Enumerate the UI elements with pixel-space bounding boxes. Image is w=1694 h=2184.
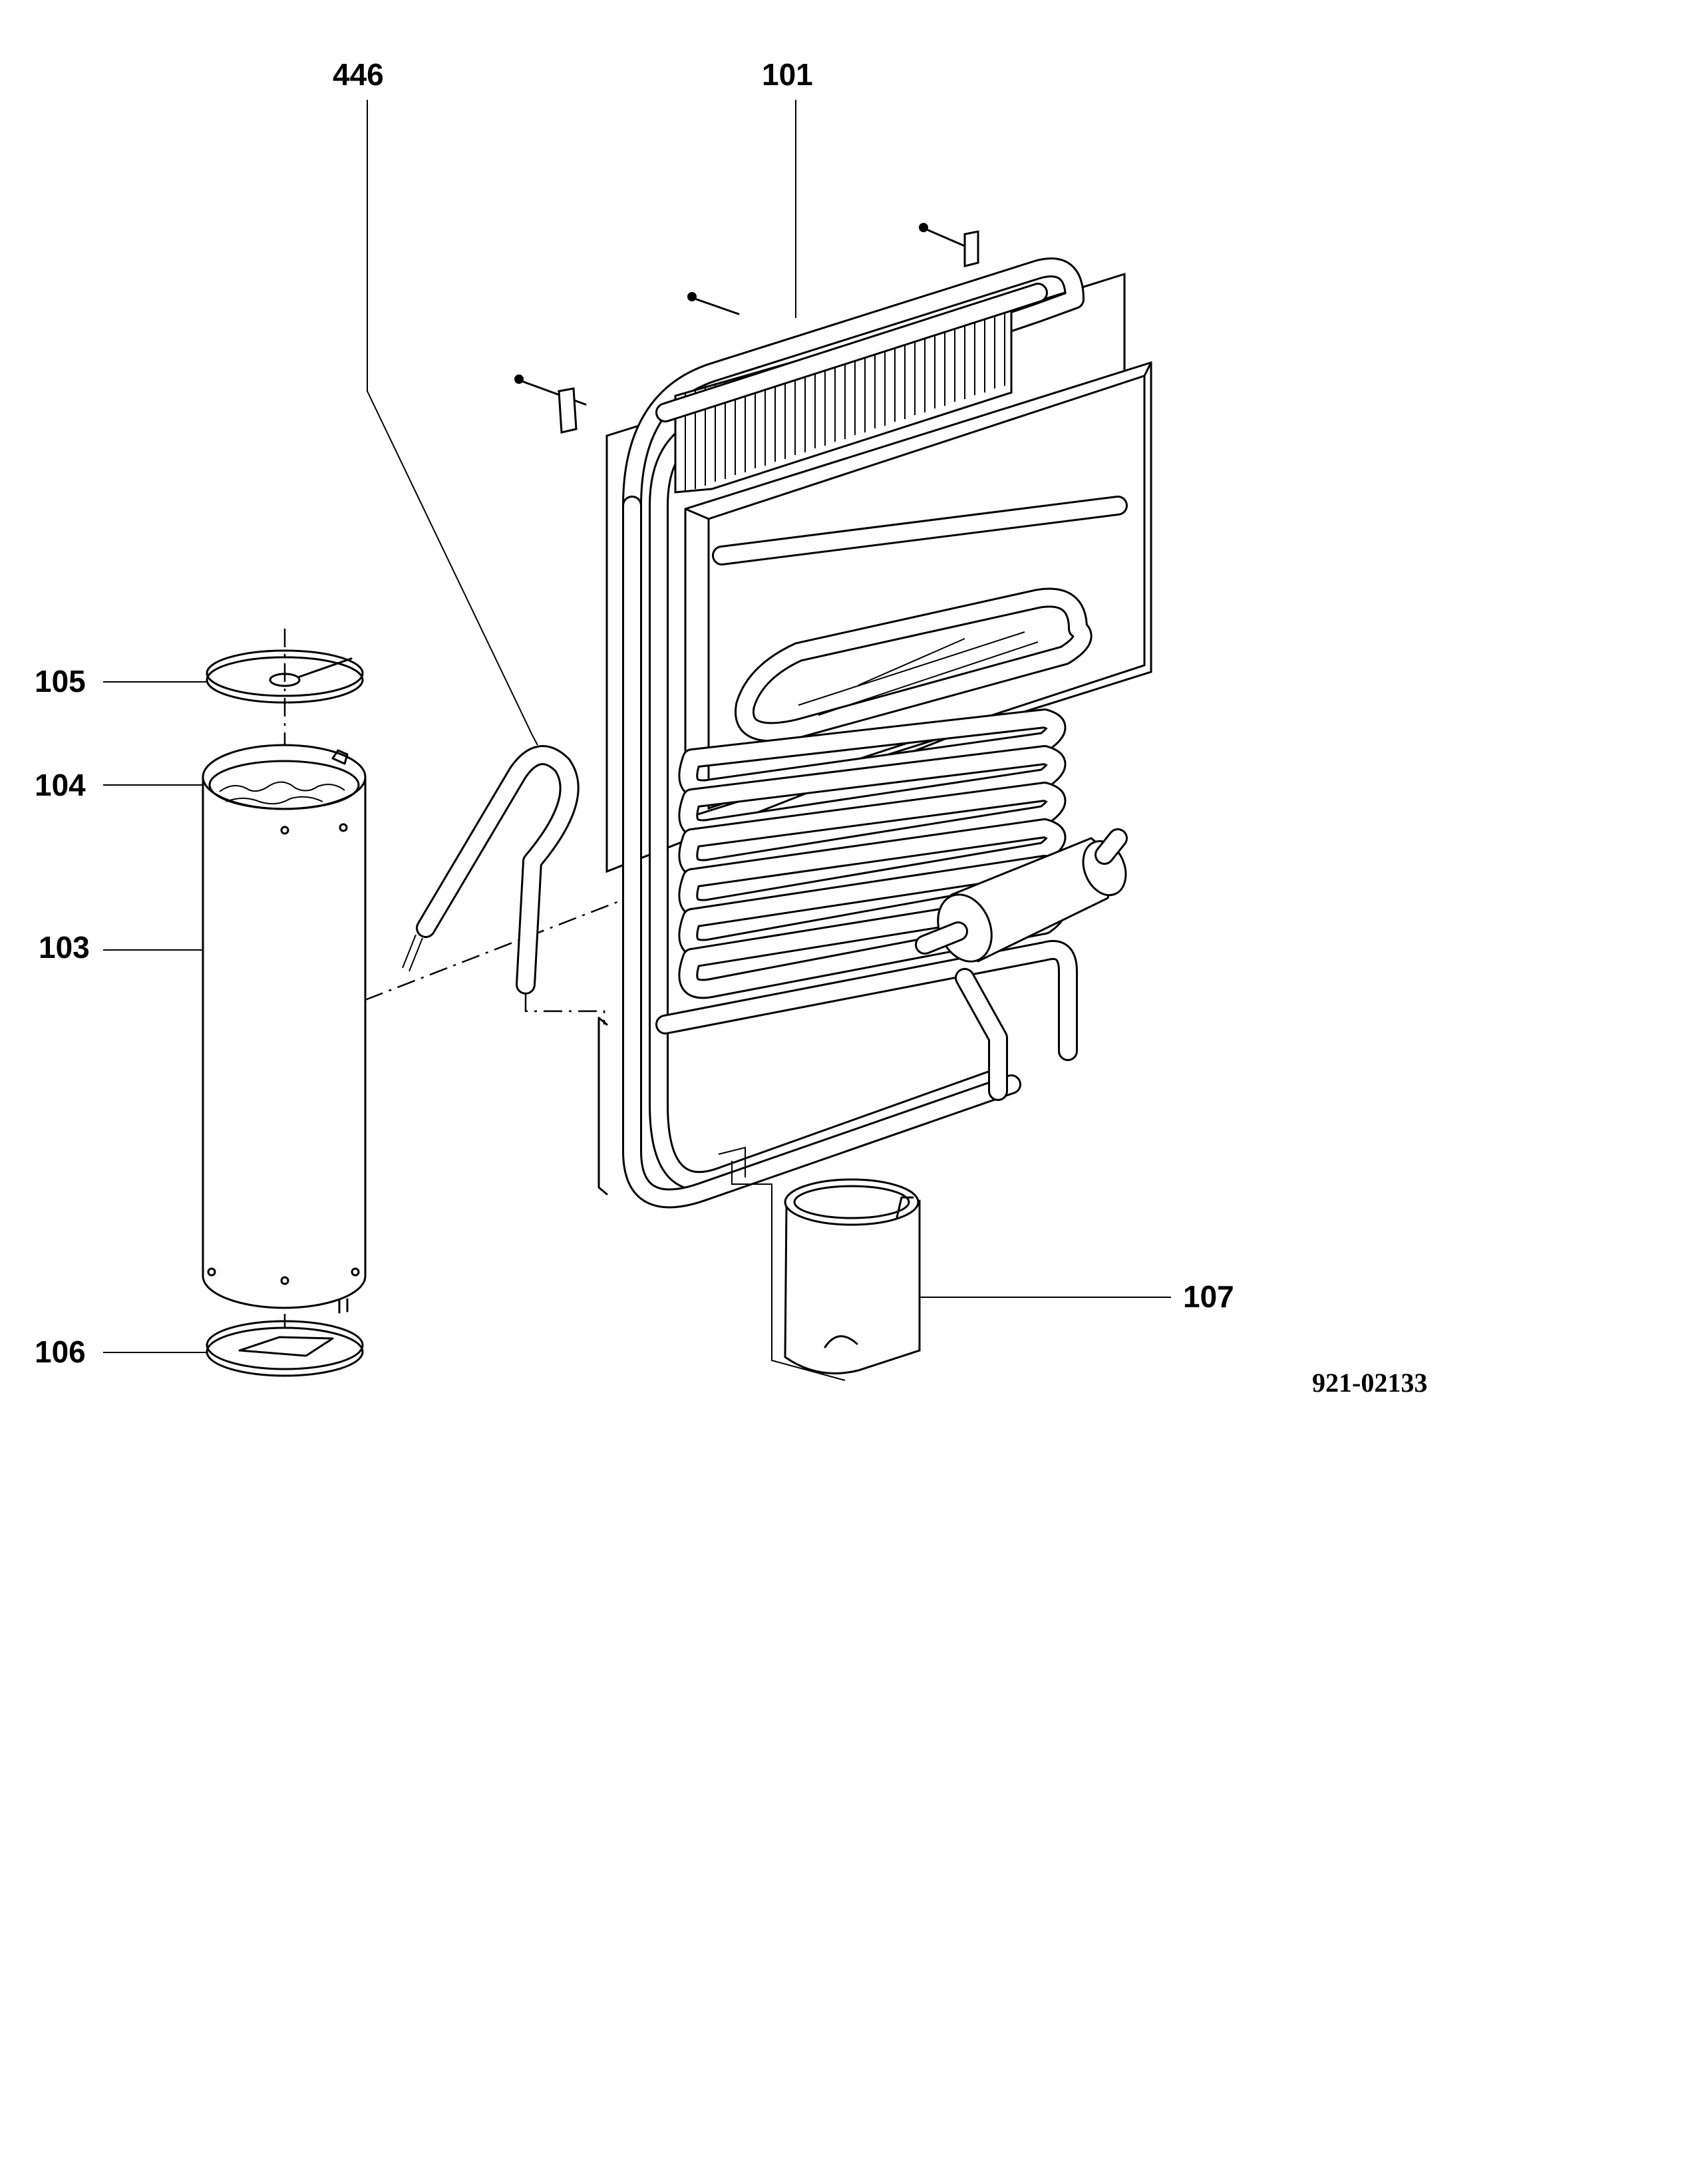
- insulation-top: [208, 760, 360, 810]
- mounting-screw-1: [919, 223, 979, 267]
- mounting-screw-2: [687, 292, 740, 315]
- callout-446[interactable]: 446: [333, 57, 538, 746]
- callout-103[interactable]: 103: [39, 930, 203, 965]
- callout-101[interactable]: 101: [762, 57, 813, 318]
- callout-101-label: 101: [762, 57, 813, 92]
- callout-105[interactable]: 105: [35, 664, 212, 699]
- callout-103-label: 103: [39, 930, 90, 965]
- bent-tube: [402, 745, 605, 1024]
- drawing-number: 921-02133: [1312, 1368, 1427, 1398]
- top-cap-disc: [206, 629, 364, 758]
- condenser-fins: [655, 283, 1048, 494]
- callout-104[interactable]: 104: [35, 768, 220, 802]
- cooling-unit: [514, 223, 1152, 1209]
- callout-105-label: 105: [35, 664, 86, 699]
- flue-shield: [731, 1161, 921, 1381]
- callout-446-leader: [367, 100, 538, 746]
- callout-107[interactable]: 107: [920, 1279, 1234, 1314]
- reservoir-tank: [915, 828, 1128, 963]
- callout-106[interactable]: 106: [35, 1334, 212, 1369]
- bottom-cap-disc: [206, 1314, 364, 1377]
- callout-107-label: 107: [1183, 1279, 1234, 1314]
- callout-106-label: 106: [35, 1334, 86, 1369]
- burner-cylinder: [202, 744, 367, 1314]
- callout-446-label: 446: [333, 57, 384, 92]
- absorber-coil: [678, 708, 1067, 999]
- mounting-screw-3: [514, 375, 587, 434]
- callout-104-label: 104: [35, 768, 86, 802]
- assembly-axis: [365, 900, 619, 1001]
